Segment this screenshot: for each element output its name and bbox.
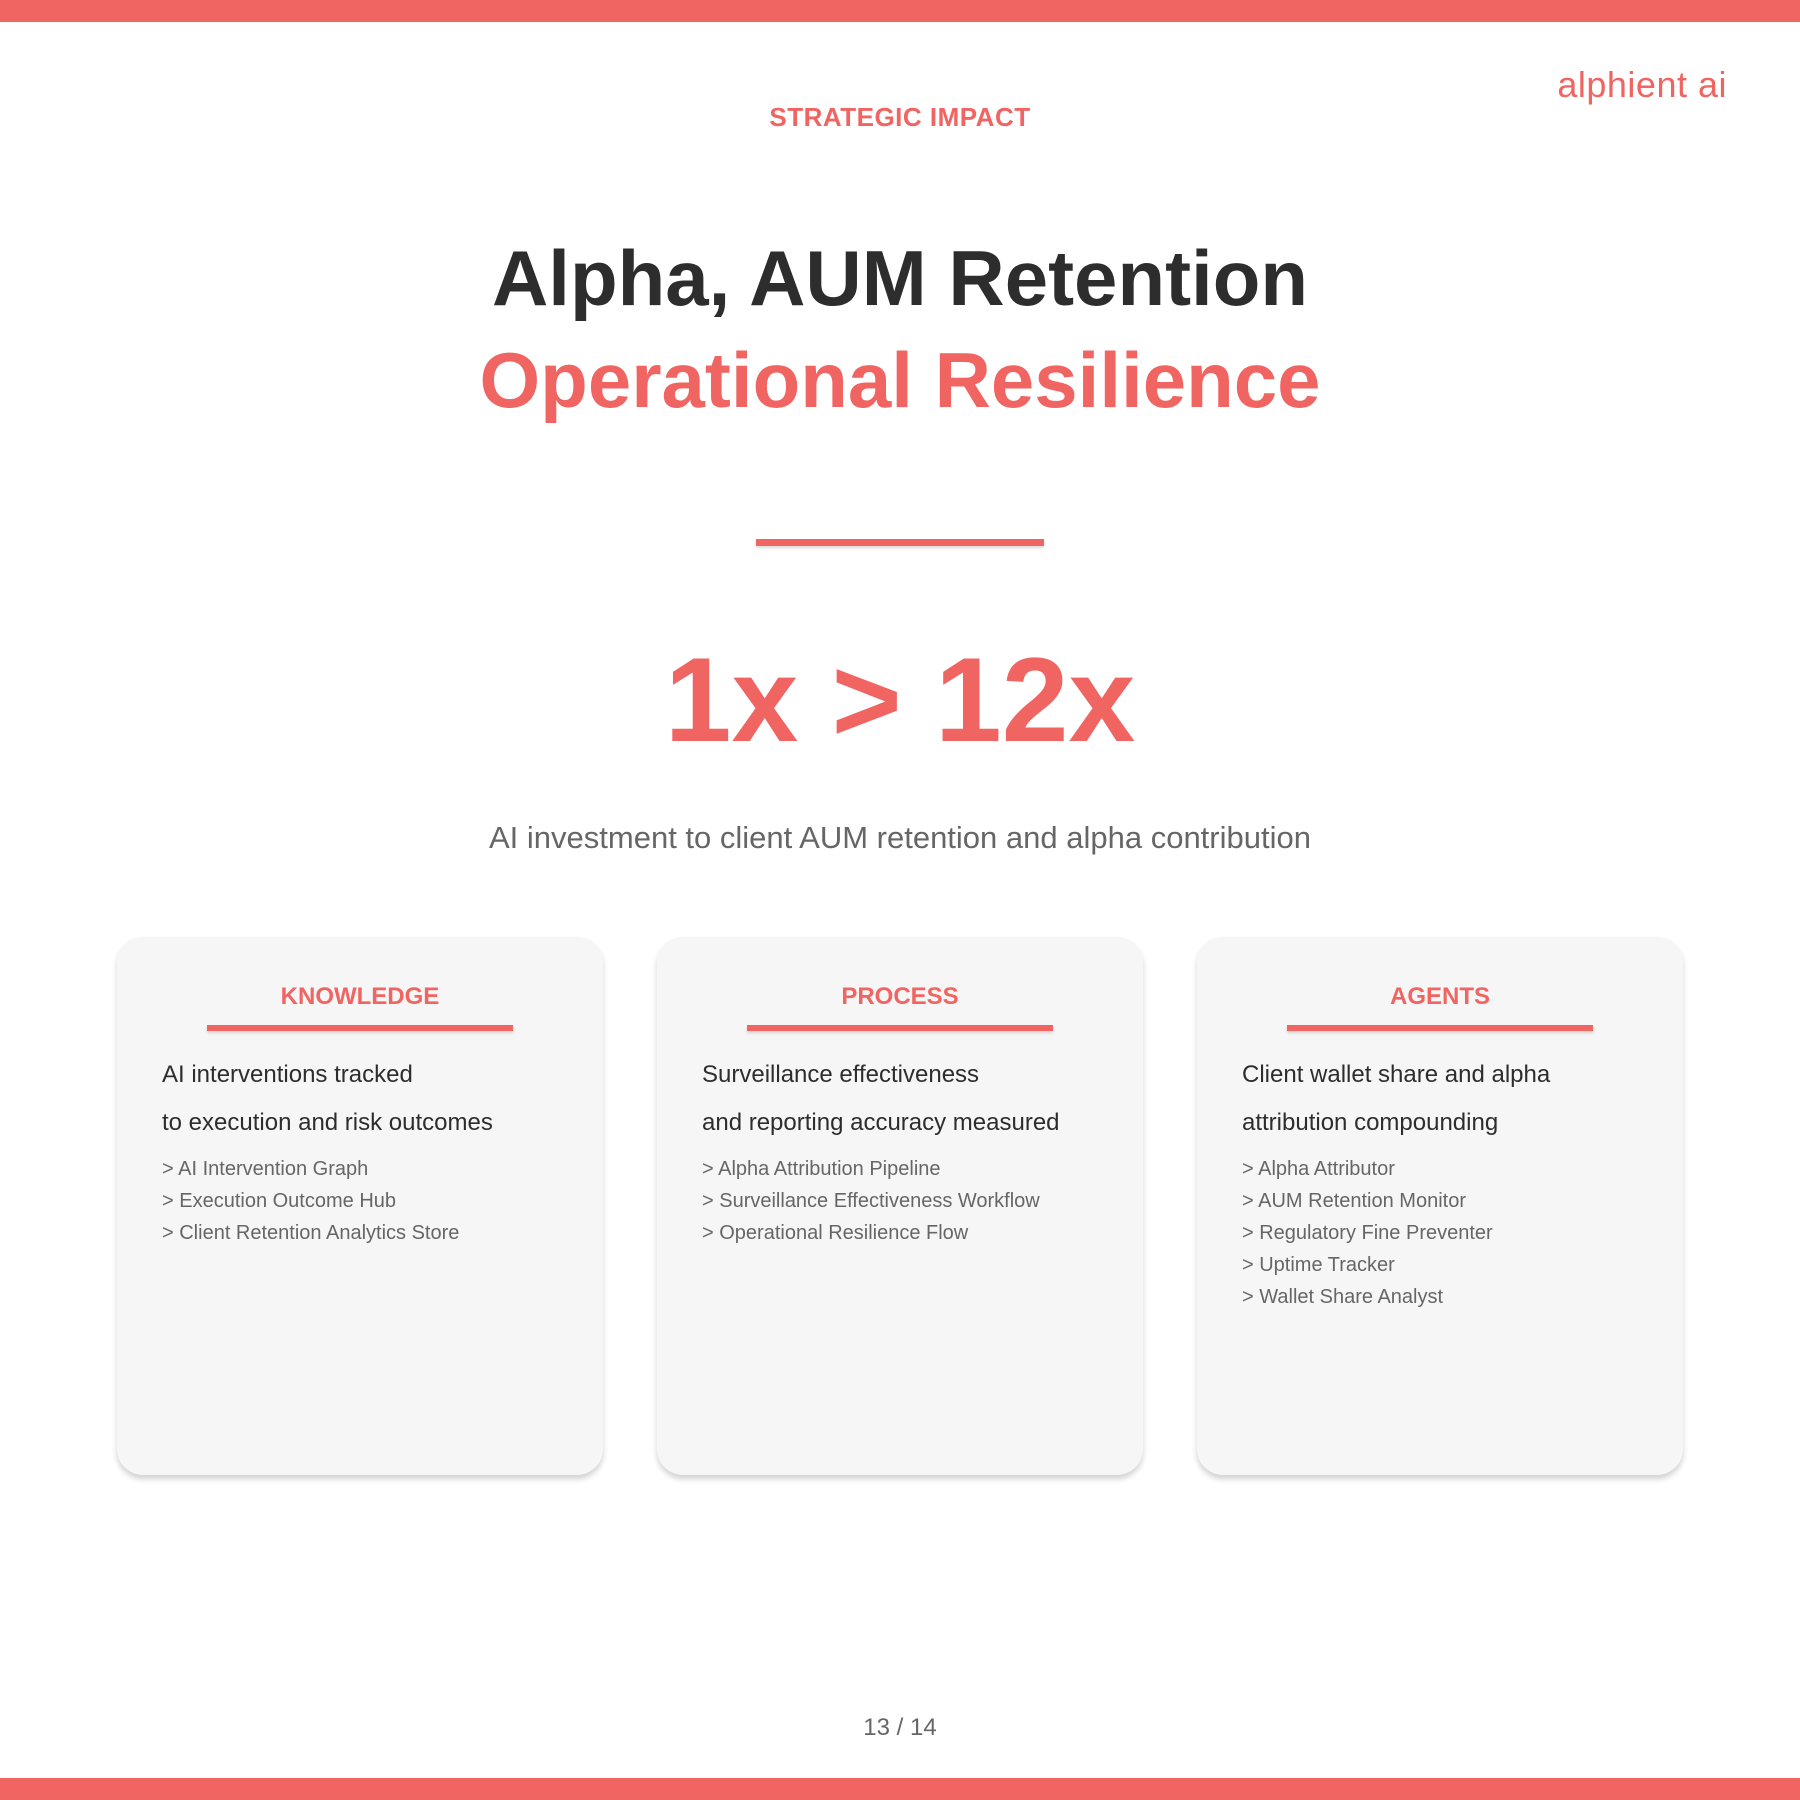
section-eyebrow: STRATEGIC IMPACT: [769, 102, 1031, 132]
card-title: PROCESS: [841, 983, 959, 1010]
card-body: AI interventions tracked to execution an…: [162, 1051, 582, 1249]
page-number: 13 / 14: [863, 1714, 937, 1741]
card-body: Client wallet share and alpha attributio…: [1242, 1051, 1662, 1313]
pillar-cards: KNOWLEDGE AI interventions tracked to ex…: [117, 937, 1683, 1475]
card-lead-line: Surveillance effectiveness: [702, 1061, 980, 1088]
list-item: > AI Intervention Graph: [162, 1158, 369, 1180]
list-item: > Wallet Share Analyst: [1242, 1286, 1444, 1308]
card-lead-line: Client wallet share and alpha: [1242, 1061, 1551, 1088]
list-item: > Operational Resilience Flow: [702, 1222, 969, 1244]
bottom-accent-bar: [0, 1778, 1800, 1800]
card-title-rule: [747, 1025, 1053, 1031]
list-item: > AUM Retention Monitor: [1242, 1190, 1466, 1212]
card-process: PROCESS Surveillance effectiveness and r…: [657, 937, 1143, 1475]
list-item: > Execution Outcome Hub: [162, 1190, 397, 1212]
card-lead-line: and reporting accuracy measured: [702, 1109, 1060, 1136]
list-item: > Client Retention Analytics Store: [162, 1222, 460, 1244]
card-lead-line: attribution compounding: [1242, 1109, 1499, 1136]
card-knowledge: KNOWLEDGE AI interventions tracked to ex…: [117, 937, 603, 1475]
title-divider: [756, 539, 1044, 546]
slide-title-accent: Operational Resilience: [479, 336, 1321, 424]
list-item: > Alpha Attributor: [1242, 1158, 1395, 1180]
card-body: Surveillance effectiveness and reporting…: [702, 1051, 1122, 1249]
card-title-rule: [207, 1025, 513, 1031]
card-item-list: > Alpha Attribution Pipeline > Surveilla…: [702, 1153, 1122, 1249]
list-item: > Alpha Attribution Pipeline: [702, 1158, 941, 1180]
headline-metric: 1x > 12x: [664, 633, 1136, 767]
card-item-list: > Alpha Attributor > AUM Retention Monit…: [1242, 1153, 1662, 1313]
slide-title-primary: Alpha, AUM Retention: [491, 234, 1309, 322]
card-title: KNOWLEDGE: [280, 983, 440, 1010]
top-accent-bar: [0, 0, 1800, 22]
card-item-list: > AI Intervention Graph > Execution Outc…: [162, 1153, 582, 1249]
brand-logo-text: alphient ai: [1557, 64, 1727, 105]
card-agents: AGENTS Client wallet share and alpha att…: [1197, 937, 1683, 1475]
list-item: > Surveillance Effectiveness Workflow: [702, 1190, 1040, 1212]
card-title: AGENTS: [1389, 983, 1490, 1010]
list-item: > Regulatory Fine Preventer: [1242, 1222, 1493, 1244]
metric-caption: AI investment to client AUM retention an…: [489, 820, 1311, 855]
card-lead-line: AI interventions tracked: [162, 1061, 413, 1088]
card-title-rule: [1287, 1025, 1593, 1031]
card-lead-line: to execution and risk outcomes: [162, 1109, 493, 1136]
list-item: > Uptime Tracker: [1242, 1254, 1395, 1276]
